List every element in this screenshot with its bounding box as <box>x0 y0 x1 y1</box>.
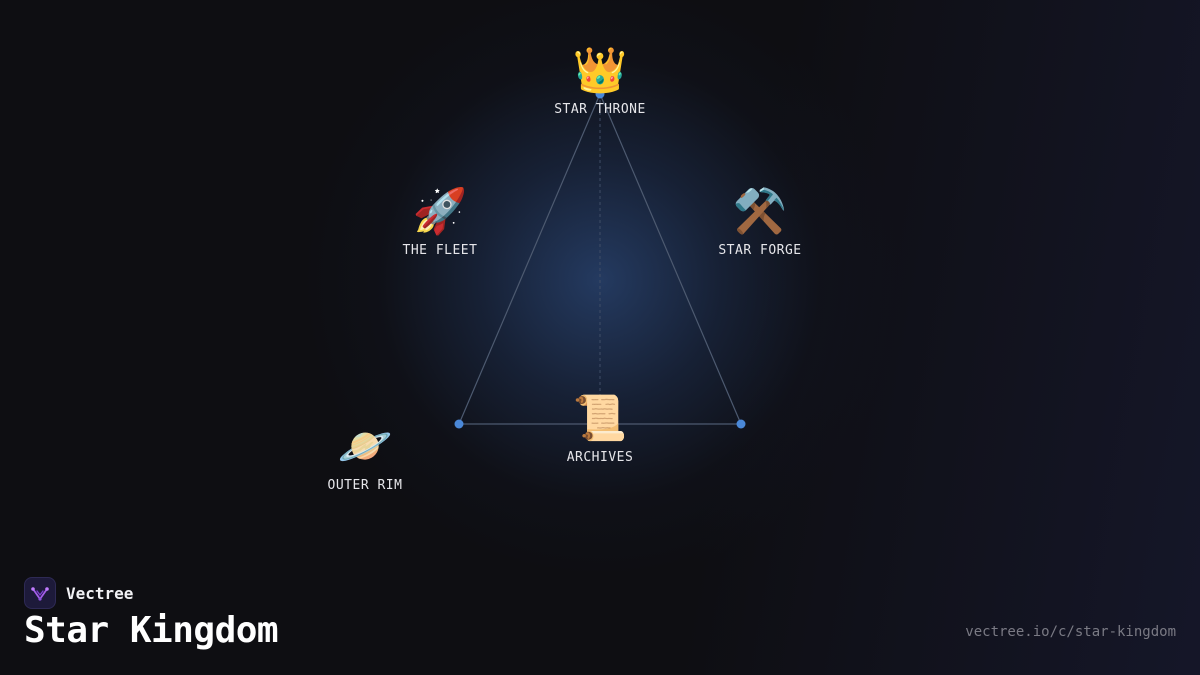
rocket-icon: 🚀 <box>412 186 468 237</box>
scroll-icon: 📜 <box>572 393 628 444</box>
brand-name: Vectree <box>66 583 134 603</box>
page-title: Star Kingdom <box>24 610 279 651</box>
vectree-logo-icon <box>24 577 56 609</box>
hammer-pick-icon: ⚒️ <box>732 186 788 237</box>
node-label: STAR THRONE <box>554 102 646 117</box>
node-label: ARCHIVES <box>566 450 634 465</box>
brand[interactable]: Vectree <box>24 577 133 609</box>
node-star-throne[interactable]: 👑 STAR THRONE <box>530 45 670 118</box>
crown-icon: 👑 <box>572 45 628 96</box>
node-archives[interactable]: 📜 ARCHIVES <box>530 393 670 466</box>
node-dot-right <box>736 419 746 429</box>
node-the-fleet[interactable]: 🚀 THE FLEET <box>370 186 510 259</box>
edge-throne-left <box>458 93 601 425</box>
node-dot-left <box>454 419 464 429</box>
page-url[interactable]: vectree.io/c/star-kingdom <box>965 624 1176 640</box>
node-outer-rim[interactable]: 🪐 OUTER RIM <box>295 421 435 494</box>
edge-throne-right <box>599 93 742 425</box>
node-label: STAR FORGE <box>718 243 802 258</box>
node-label: OUTER RIM <box>327 478 403 493</box>
node-dot-throne <box>595 89 605 99</box>
node-label: THE FLEET <box>402 243 478 258</box>
ringed-planet-icon: 🪐 <box>337 421 393 472</box>
node-star-forge[interactable]: ⚒️ STAR FORGE <box>690 186 830 259</box>
